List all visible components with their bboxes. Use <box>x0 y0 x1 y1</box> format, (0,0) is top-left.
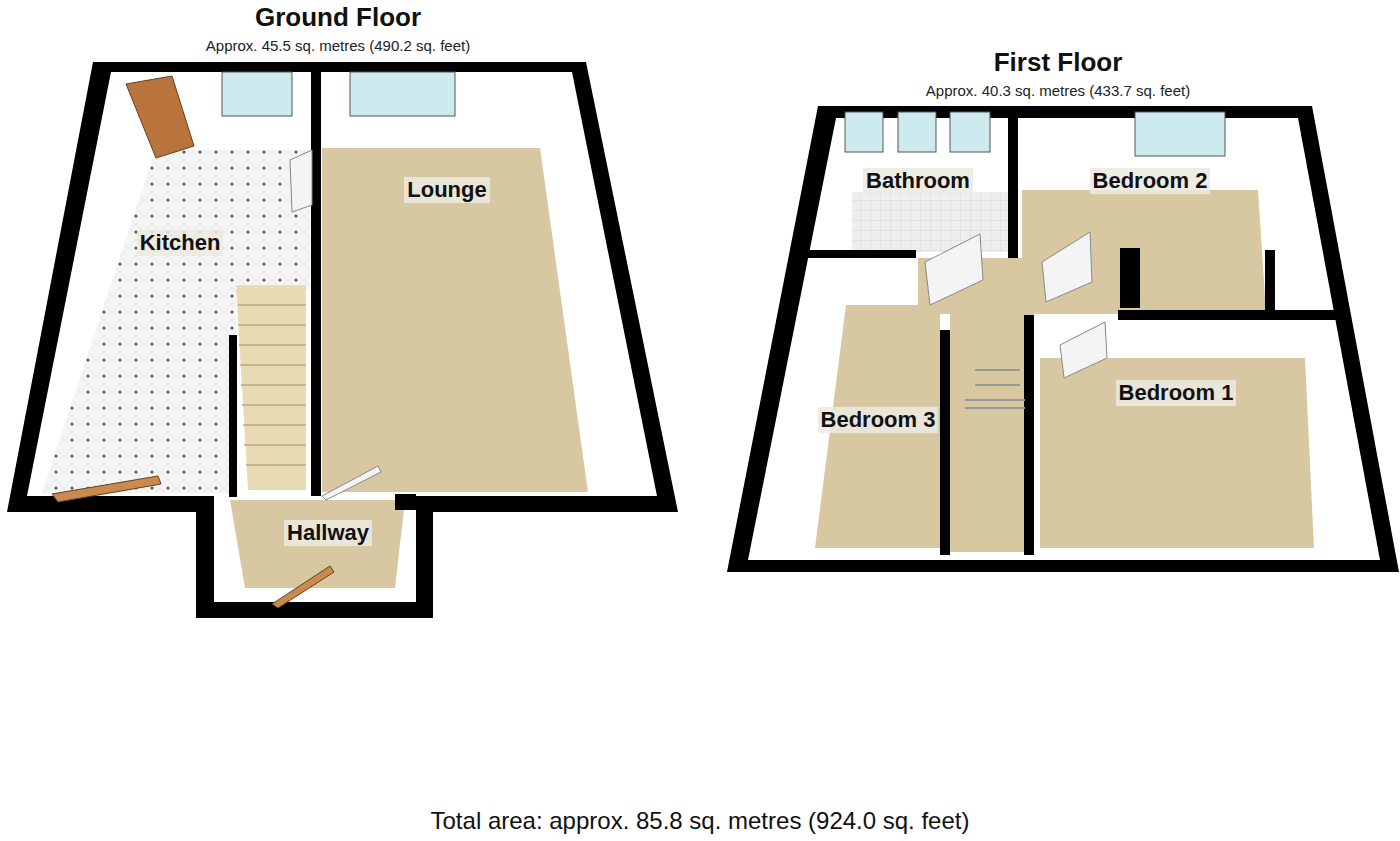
window <box>950 112 990 152</box>
outer-wall <box>7 62 678 618</box>
room-label: Hallway <box>284 520 372 546</box>
total-area-caption: Total area: approx. 85.8 sq. metres (924… <box>0 806 1400 836</box>
room-label: Bedroom 3 <box>818 407 939 433</box>
room-label: Bedroom 2 <box>1090 168 1211 194</box>
kitchen-lounge-door <box>290 150 312 212</box>
room: Hallway <box>240 505 416 561</box>
floor-plan: Ground FloorApprox. 45.5 sq. metres (490… <box>0 0 676 625</box>
stair-wall <box>229 335 237 497</box>
kitchen-door <box>52 476 161 502</box>
interior-wall <box>798 250 916 258</box>
bedroom-floor <box>1040 358 1314 548</box>
room-label: Bedroom 1 <box>1116 380 1237 406</box>
interior-wall <box>395 494 416 510</box>
room-label: Lounge <box>404 177 489 203</box>
floor-heading: First Floor <box>720 47 1396 77</box>
wall-face <box>748 118 1380 560</box>
window <box>350 72 455 116</box>
window <box>222 72 292 116</box>
interior-wall <box>311 62 321 496</box>
window <box>845 112 883 152</box>
bathroom-floor <box>852 192 1008 252</box>
room: Kitchen <box>60 160 300 325</box>
stair-rail <box>965 370 1025 408</box>
lounge-door <box>322 466 381 500</box>
interior-wall <box>940 330 950 555</box>
floor-area: Approx. 45.5 sq. metres (490.2 sq. feet) <box>0 37 676 55</box>
door <box>1042 232 1092 302</box>
bedroom-floor <box>815 305 940 548</box>
door <box>1060 322 1107 378</box>
door <box>925 234 983 305</box>
room-label: Bathroom <box>863 168 973 194</box>
interior-wall <box>1118 310 1340 320</box>
back-door <box>126 76 194 158</box>
room: Lounge <box>330 155 564 225</box>
ground-floor-plan <box>7 62 678 618</box>
window <box>1135 112 1225 156</box>
floor-plan: First FloorApprox. 40.3 sq. metres (433.… <box>720 45 1396 585</box>
room: Bedroom 3 <box>800 380 956 460</box>
stair-steps <box>238 305 306 465</box>
stairs <box>236 285 306 490</box>
room: Bedroom 2 <box>1080 160 1220 202</box>
lounge-floor <box>322 148 588 492</box>
bedroom-floor <box>1022 190 1266 312</box>
room-label: Kitchen <box>137 230 224 256</box>
kitchen-floor <box>42 150 310 493</box>
interior-wall <box>1008 118 1018 258</box>
floor-area: Approx. 40.3 sq. metres (433.7 sq. feet) <box>720 82 1396 100</box>
interior-wall <box>1024 315 1034 555</box>
window <box>898 112 936 152</box>
room: Bedroom 1 <box>1090 370 1262 416</box>
outer-wall <box>727 106 1399 572</box>
front-door <box>272 566 334 608</box>
floor-heading: Ground Floor <box>0 2 676 32</box>
room: Bathroom <box>850 160 986 202</box>
cupboard-wall <box>1265 250 1275 312</box>
first-floor-plan <box>727 106 1399 572</box>
interior-wall <box>1120 248 1140 308</box>
wall-face <box>27 72 657 602</box>
